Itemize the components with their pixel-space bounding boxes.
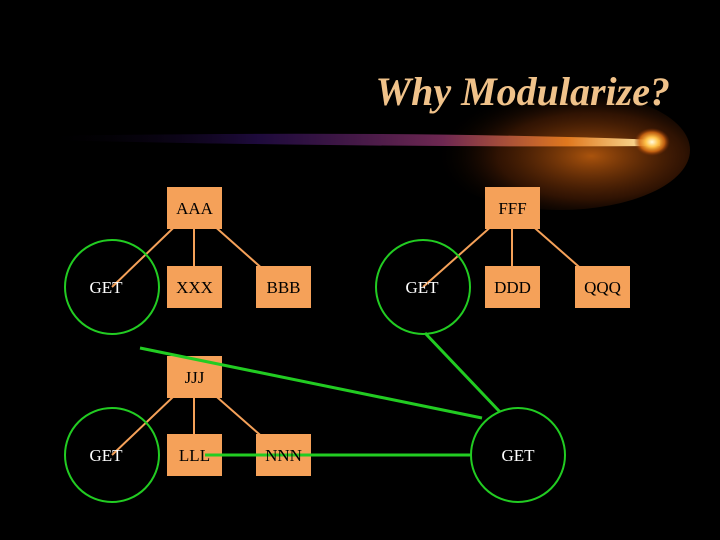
comet-glow	[430, 90, 690, 210]
link-get-get	[423, 331, 502, 414]
label-aaa: AAA	[176, 199, 214, 218]
comet-tail	[40, 133, 660, 147]
label-nnn: NNN	[265, 446, 302, 465]
box-qqq	[575, 266, 630, 308]
label-fff: FFF	[498, 199, 526, 218]
label-get-3: GET	[89, 446, 123, 465]
label-jjj: JJJ	[185, 368, 205, 387]
label-qqq: QQQ	[584, 278, 621, 297]
box-fff	[485, 187, 540, 229]
get-circle-4	[470, 407, 566, 503]
label-get-4: GET	[501, 446, 535, 465]
label-get-1: GET	[89, 278, 123, 297]
get-circle-1	[64, 239, 160, 335]
tree-edges	[111, 207, 603, 456]
page-title: Why Modularize?	[375, 69, 671, 114]
label-ddd: DDD	[494, 278, 531, 297]
get-circle-2	[375, 239, 471, 335]
box-xxx	[167, 266, 222, 308]
get-circles	[64, 239, 566, 503]
label-lll: LLL	[179, 446, 210, 465]
link-xxx-get	[139, 346, 483, 420]
get-circle-3	[64, 407, 160, 503]
comet-head	[634, 128, 670, 156]
box-ddd	[485, 266, 540, 308]
box-bbb	[256, 266, 311, 308]
label-get-2: GET	[405, 278, 439, 297]
label-bbb: BBB	[266, 278, 300, 297]
module-boxes	[167, 187, 630, 476]
label-xxx: XXX	[176, 278, 213, 297]
cross-links	[139, 331, 502, 457]
box-aaa	[167, 187, 222, 229]
